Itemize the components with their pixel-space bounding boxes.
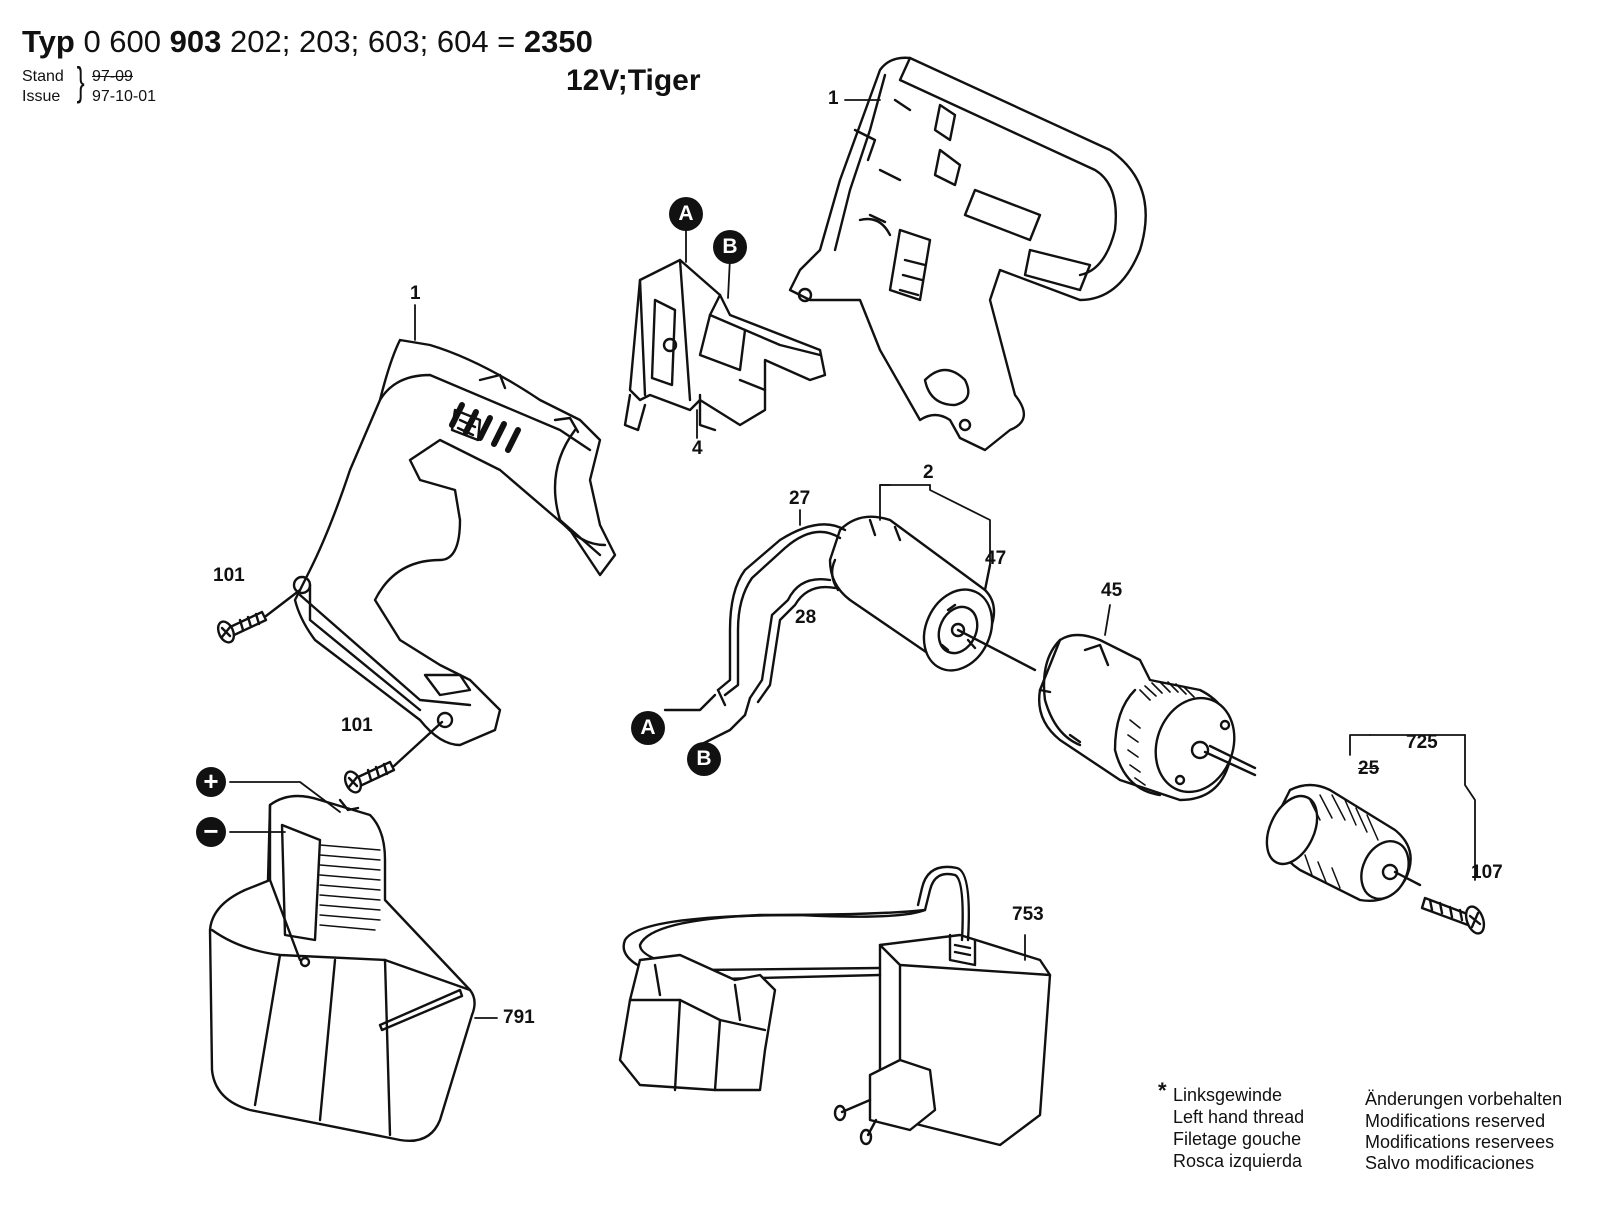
note-mod-es: Salvo modificaciones bbox=[1365, 1153, 1535, 1173]
marker-a-wire: A bbox=[631, 711, 665, 745]
note-asterisk: * bbox=[1158, 1078, 1167, 1103]
plus-terminal-icon: + bbox=[196, 767, 226, 797]
screw-107 bbox=[1420, 896, 1486, 935]
note-mod-de: Änderungen vorbehalten bbox=[1365, 1089, 1563, 1109]
switch bbox=[623, 258, 827, 432]
callout-wire-27: 27 bbox=[789, 488, 811, 509]
issue-label: Issue bbox=[22, 88, 61, 105]
brace-glyph: } bbox=[76, 60, 85, 104]
issue-value: 97-10-01 bbox=[92, 88, 157, 105]
housing-half-left bbox=[292, 338, 617, 747]
callout-screw-101-top: 101 bbox=[213, 565, 245, 586]
callout-chuck-inner: 25 bbox=[1358, 758, 1380, 779]
callout-chuck-group: 725 bbox=[1406, 732, 1438, 753]
marker-b-wire: B bbox=[687, 742, 721, 776]
note-thread-fr: Filetage gouche bbox=[1173, 1129, 1302, 1149]
battery-pack bbox=[208, 794, 476, 1142]
leader-lines bbox=[229, 99, 1476, 1019]
stand-label: Stand bbox=[22, 68, 64, 85]
drawing-title: Typ 0 600 903 202; 203; 603; 604 = 2350 bbox=[22, 24, 593, 60]
note-mod-fr: Modifications reservees bbox=[1365, 1132, 1555, 1152]
title-part-b: 903 bbox=[169, 24, 222, 59]
note-thread-de: Linksgewinde bbox=[1173, 1085, 1283, 1105]
callout-charger: 753 bbox=[1012, 904, 1044, 925]
note-thread-en: Left hand thread bbox=[1173, 1107, 1305, 1127]
callout-switch: 4 bbox=[692, 438, 703, 459]
gearbox bbox=[1038, 633, 1257, 802]
callout-motor-group: 2 bbox=[923, 462, 934, 483]
drawing-subtitle: 12V;Tiger bbox=[566, 64, 701, 97]
title-part-c: 202; 203; 603; 604 = bbox=[230, 24, 516, 59]
stand-value: 97-09 bbox=[92, 68, 133, 85]
housing-half-right bbox=[788, 56, 1147, 452]
screw-101-top bbox=[216, 588, 302, 644]
callout-housing-top: 1 bbox=[828, 88, 839, 109]
callout-gearbox: 45 bbox=[1101, 580, 1123, 601]
screw-101-bottom bbox=[343, 720, 444, 794]
note-thread-es: Rosca izquierda bbox=[1173, 1151, 1303, 1171]
callout-battery: 791 bbox=[503, 1007, 535, 1028]
charger bbox=[618, 865, 1052, 1147]
chuck bbox=[1265, 783, 1422, 902]
motor bbox=[828, 515, 1037, 672]
callout-screw-101-bottom: 101 bbox=[341, 715, 373, 736]
marker-b-switch: B bbox=[713, 230, 747, 264]
marker-a-switch: A bbox=[669, 197, 703, 231]
title-typ: Typ bbox=[22, 24, 75, 59]
callout-housing-left: 1 bbox=[410, 283, 421, 304]
callout-wire-28: 28 bbox=[795, 607, 817, 628]
callout-brush-47: 47 bbox=[985, 548, 1007, 569]
minus-terminal-icon: − bbox=[196, 817, 226, 847]
callout-screw-107: 107 bbox=[1471, 862, 1503, 883]
note-mod-en: Modifications reserved bbox=[1365, 1111, 1546, 1131]
motor-wires bbox=[663, 523, 847, 747]
title-part-d: 2350 bbox=[523, 24, 593, 59]
title-part-a: 0 600 bbox=[83, 24, 162, 59]
